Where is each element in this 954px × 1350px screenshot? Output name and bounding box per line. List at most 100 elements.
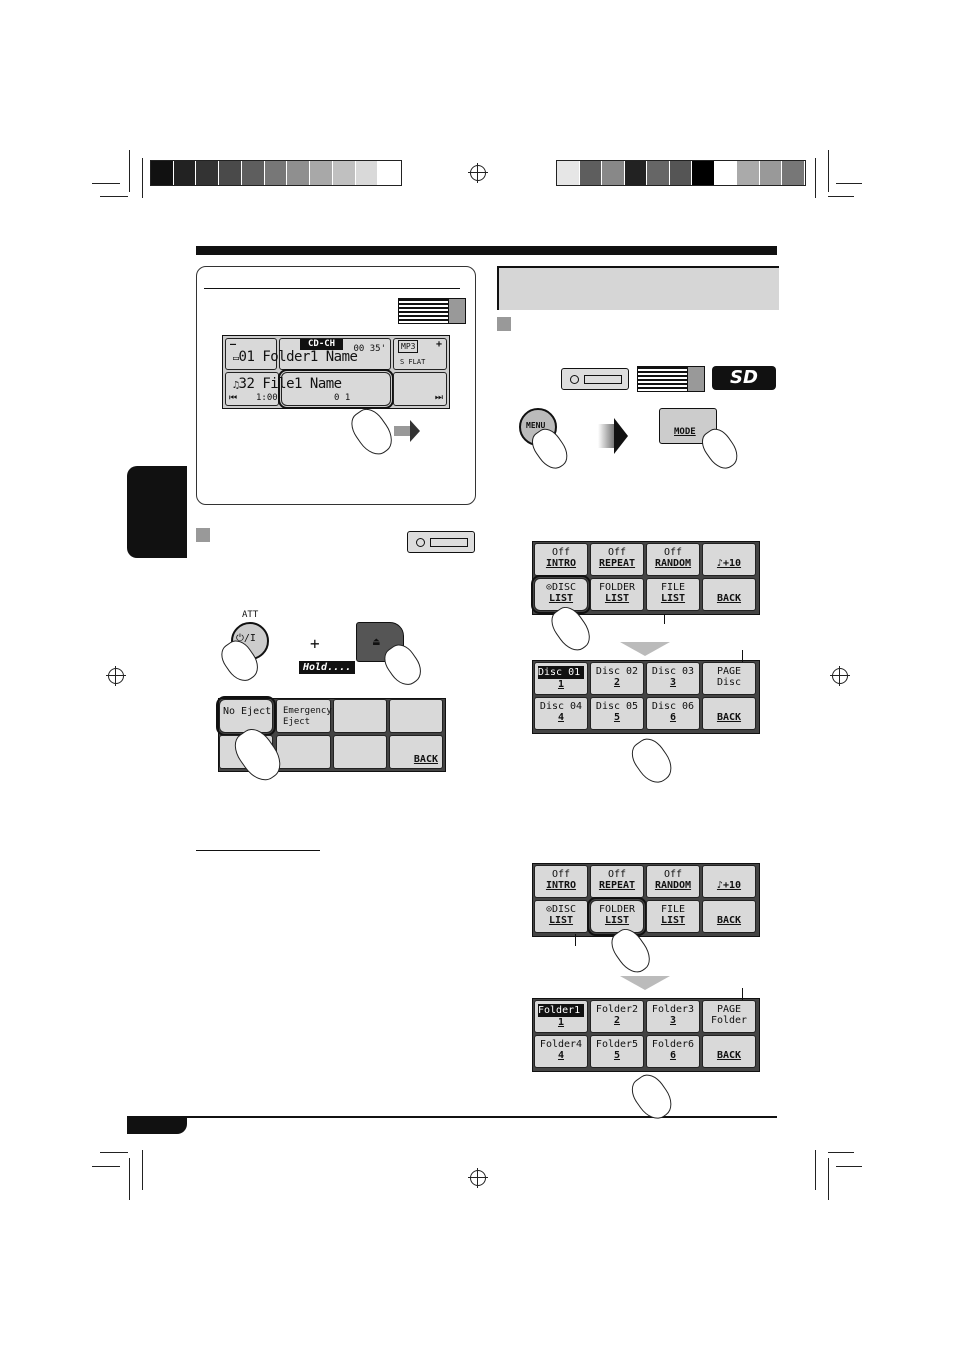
registration-mark-left	[106, 666, 126, 686]
button-bottom-label: INTRO	[545, 880, 577, 891]
display-icon	[398, 298, 466, 324]
button-top-label: Folder6	[651, 1039, 695, 1050]
side-tab	[127, 466, 187, 558]
button-bottom-label: Folder	[710, 1015, 748, 1026]
display-icon-right	[637, 366, 705, 392]
button-bottom-label: 1	[557, 679, 565, 690]
color-swatch	[714, 161, 738, 185]
att-label: ATT	[242, 610, 259, 620]
button-top-label: Folder4	[539, 1039, 583, 1050]
button-bottom-label: BACK	[716, 1050, 742, 1061]
eject-icon: ⏏	[373, 635, 380, 648]
note-rule	[196, 850, 320, 851]
step-marker	[196, 528, 210, 542]
bracket-stem	[664, 614, 665, 624]
lcd-minus-button[interactable]: –	[225, 338, 277, 370]
button-bottom-label: LIST	[660, 915, 686, 926]
button-bottom-label: 4	[557, 1050, 565, 1061]
drag-arrow-head-icon	[410, 420, 420, 442]
page-pointer-2	[742, 988, 743, 1000]
button-top-label	[703, 1036, 755, 1050]
button-top-label: Disc 03	[651, 666, 695, 677]
color-swatch	[241, 161, 265, 185]
color-bar-right	[556, 160, 806, 186]
disc-list-button-8[interactable]: BACK	[702, 697, 756, 730]
eject-empty-1	[333, 699, 387, 733]
button-bottom-label: 5	[613, 1050, 621, 1061]
button-bottom-label: BACK	[716, 593, 742, 604]
file-icon: ♫	[233, 380, 239, 391]
mode-menu-button-4[interactable]: ♪+10	[702, 543, 756, 576]
emergency-eject-button[interactable]: Emergency Eject	[276, 699, 332, 733]
registration-mark-right	[830, 666, 850, 686]
button-top-label: Folder2	[595, 1004, 639, 1015]
down-arrow-icon-1	[620, 642, 670, 656]
lcd-prev-area[interactable]: ⏮ 1:00	[225, 372, 279, 406]
time-label: 00 35'	[353, 344, 386, 354]
eject-empty-5	[333, 735, 387, 769]
eject-empty-4	[276, 735, 331, 769]
eject-back-button[interactable]: BACK	[389, 735, 443, 769]
color-swatch	[264, 161, 288, 185]
lcd-next-area[interactable]: ⏭	[393, 372, 447, 406]
button-top-label: Disc 04	[539, 701, 583, 712]
button-top-label: Off	[607, 869, 627, 880]
button-bottom-label: LIST	[604, 915, 630, 926]
button-top-label: Off	[551, 869, 571, 880]
mode-menu-button-8[interactable]: BACK	[702, 900, 756, 933]
unit-icon	[407, 531, 475, 553]
mode-menu-button-4[interactable]: ♪+10	[702, 865, 756, 898]
button-bottom-label: LIST	[548, 593, 574, 604]
color-swatch	[557, 161, 580, 185]
lcd-info-area: CD-CH 00 35'	[279, 338, 391, 370]
button-top-label: PAGE	[716, 666, 742, 677]
button-bottom-label: LIST	[660, 593, 686, 604]
color-swatch	[579, 161, 603, 185]
next-arrow-head-icon	[614, 418, 628, 454]
disc-pointer	[575, 934, 576, 946]
button-bottom-label: BACK	[716, 712, 742, 723]
folder-list-button-8[interactable]: BACK	[702, 1035, 756, 1068]
button-top-label	[703, 901, 755, 915]
button-bottom-label: REPEAT	[598, 558, 636, 569]
button-top-label: FILE	[660, 582, 686, 593]
bracket-line	[636, 614, 694, 615]
drag-arrow-icon	[394, 426, 412, 436]
button-top-label: Off	[663, 547, 683, 558]
no-eject-button[interactable]: No Eject	[216, 696, 276, 736]
folder-icon: ▭	[233, 353, 239, 364]
button-top-label	[703, 698, 755, 712]
color-swatch	[737, 161, 760, 185]
lcd-plus-button[interactable]: MP3 + S FLAT	[393, 338, 447, 370]
lcd-disc-select-area[interactable]: 0 1	[278, 369, 394, 409]
mode-menu-button-8[interactable]: BACK	[702, 578, 756, 611]
